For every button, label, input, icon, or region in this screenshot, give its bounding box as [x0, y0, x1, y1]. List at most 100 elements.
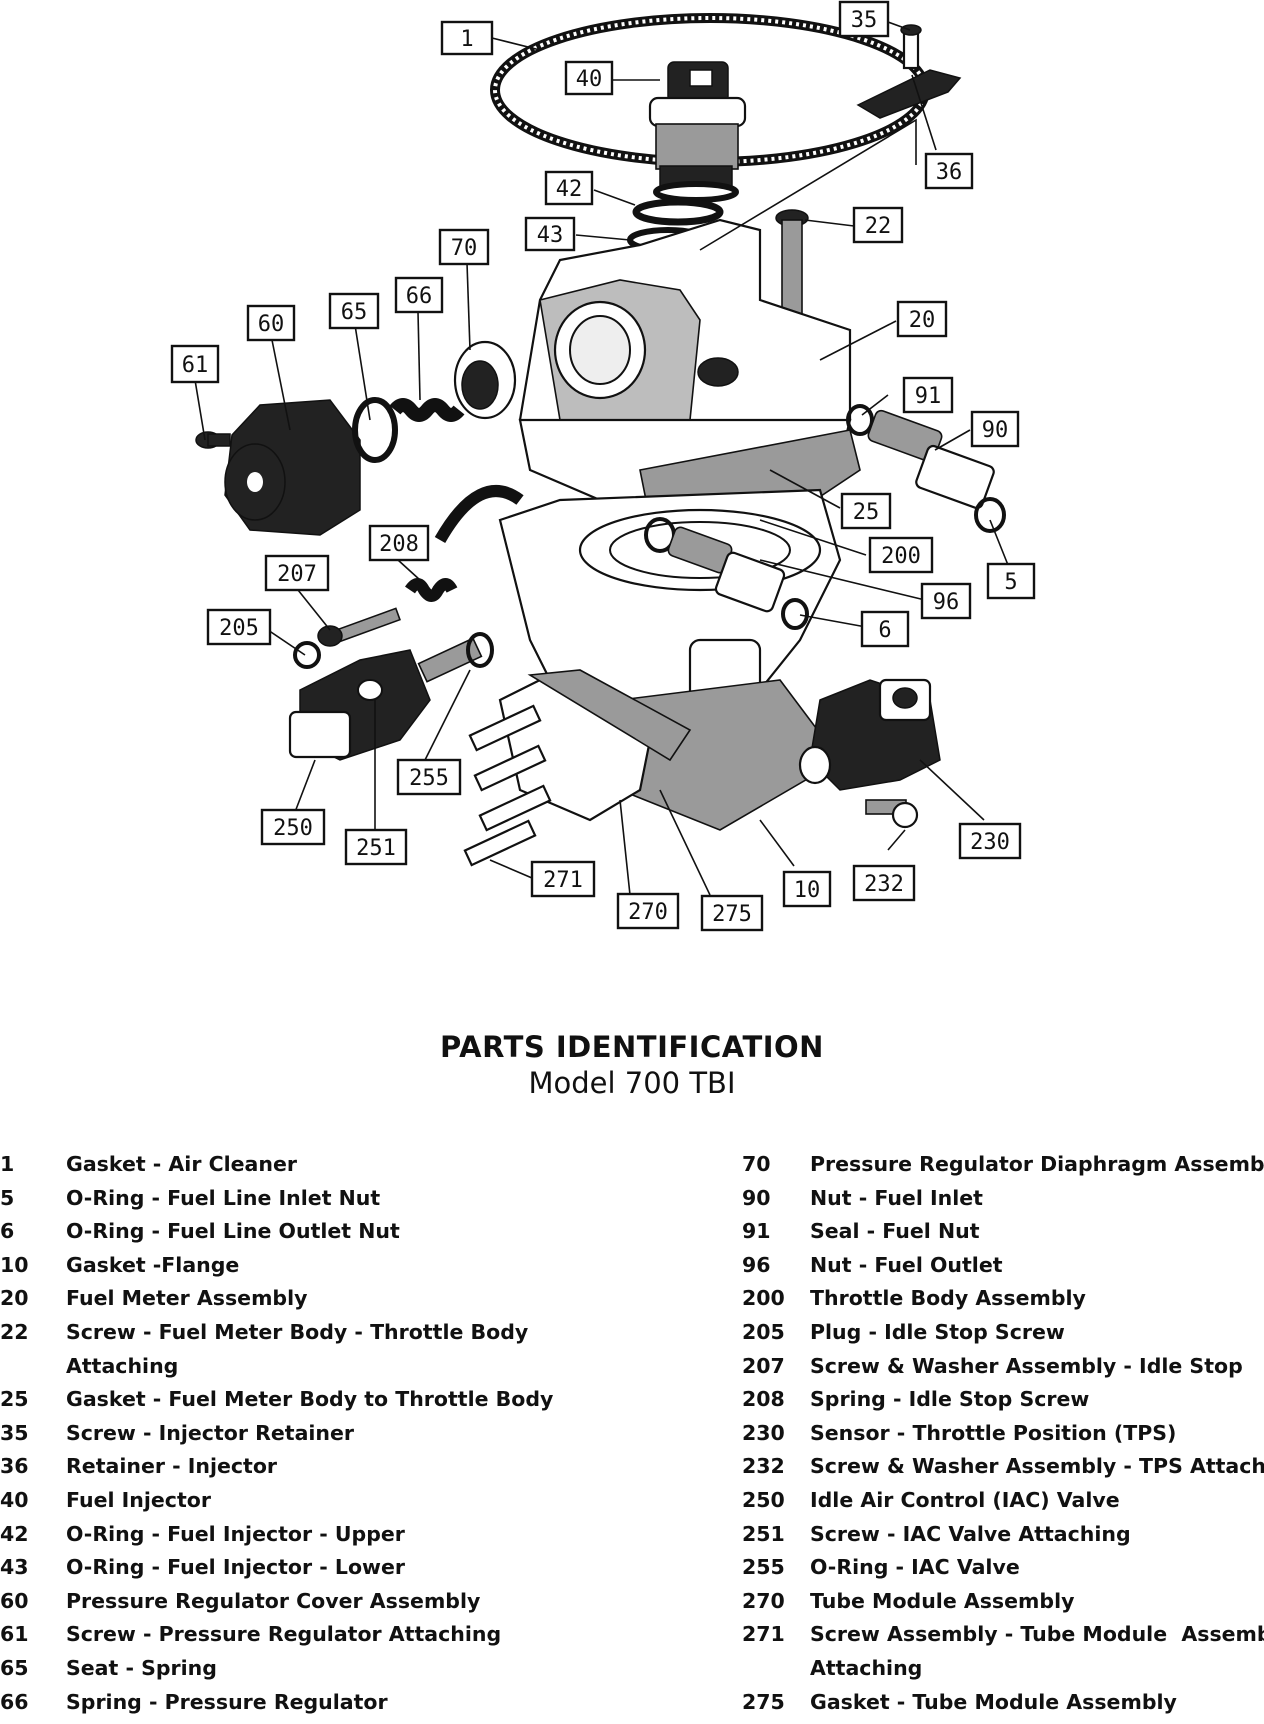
callout-275-label: 275	[712, 902, 752, 927]
legend-number: 5	[0, 1185, 15, 1210]
legend-description: Seat - Spring	[66, 1655, 217, 1680]
legend-row: Attaching	[742, 1652, 1257, 1686]
callout-60: 60	[246, 304, 296, 342]
legend-row: Attaching	[0, 1350, 650, 1384]
legend-number: 61	[0, 1622, 29, 1647]
callout-36: 36	[924, 152, 974, 190]
callout-232-label: 232	[864, 872, 904, 897]
callout-200-label: 200	[881, 544, 921, 569]
legend-description: Pressure Regulator Cover Assembly	[66, 1588, 481, 1613]
callout-66-label: 66	[406, 284, 433, 309]
callout-251: 251	[344, 828, 408, 866]
callout-70: 70	[438, 228, 490, 266]
parts-identification-title: PARTS IDENTIFICATION Model 700 TBI	[0, 1030, 1264, 1100]
legend-number: 36	[0, 1454, 29, 1479]
callout-20: 20	[896, 300, 948, 338]
tube-module-drawing	[463, 669, 692, 867]
callout-35-label: 35	[851, 8, 878, 33]
callout-200: 200	[868, 536, 934, 574]
legend-number: 66	[0, 1689, 29, 1714]
callout-232: 232	[852, 864, 916, 902]
callout-271: 271	[530, 860, 596, 898]
legend-description: Sensor - Throttle Position (TPS)	[810, 1420, 1177, 1445]
legend-number: 96	[742, 1252, 771, 1277]
legend-description: Screw Assembly - Tube Module Assembly	[810, 1622, 1264, 1647]
fuel-inlet-nut-drawing	[846, 404, 1006, 533]
callout-25: 25	[840, 492, 892, 530]
legend-row: 208 Spring - Idle Stop Screw	[742, 1383, 1257, 1417]
title-line-1: PARTS IDENTIFICATION	[440, 1030, 824, 1064]
callout-251-label: 251	[356, 836, 396, 861]
callout-6: 6	[860, 610, 910, 648]
callout-40-label: 40	[576, 67, 603, 92]
callout-60-label: 60	[258, 312, 285, 337]
legend-number: 90	[742, 1185, 771, 1210]
legend-description: O-Ring - Fuel Line Outlet Nut	[66, 1219, 400, 1244]
callout-43-label: 43	[537, 223, 564, 248]
callout-36-label: 36	[936, 160, 963, 185]
legend-description: Pressure Regulator Diaphragm Assembly	[810, 1152, 1264, 1176]
callout-5-label: 5	[1004, 570, 1017, 595]
legend-description: Spring - Idle Stop Screw	[810, 1387, 1090, 1412]
callout-205: 205	[206, 608, 272, 646]
legend-description: Fuel Injector	[66, 1487, 211, 1512]
legend-number: 200	[742, 1286, 785, 1311]
legend-row: 255 O-Ring - IAC Valve	[742, 1551, 1257, 1585]
legend-description: Screw - Fuel Meter Body - Throttle Body	[66, 1319, 529, 1344]
legend-number: 232	[742, 1454, 785, 1479]
callout-90: 90	[970, 410, 1020, 448]
fuel-injector-drawing	[648, 61, 747, 203]
legend-row: 65 Seat - Spring	[0, 1652, 650, 1686]
legend-number: 230	[742, 1420, 785, 1445]
legend-description: Gasket -Flange	[66, 1252, 240, 1277]
legend-row: 35 Screw - Injector Retainer	[0, 1417, 650, 1451]
callout-1-label: 1	[460, 27, 473, 52]
legend-number: 250	[742, 1487, 785, 1512]
callout-90-label: 90	[982, 418, 1009, 443]
legend-row: 22 Screw - Fuel Meter Body - Throttle Bod…	[0, 1316, 650, 1350]
legend-row: 5 O-Ring - Fuel Line Inlet Nut	[0, 1182, 650, 1216]
legend-description: O-Ring - IAC Valve	[810, 1555, 1020, 1580]
legend-number: 251	[742, 1521, 785, 1546]
idle-stop-drawing	[293, 578, 458, 669]
callout-270: 270	[616, 892, 680, 930]
callout-250-label: 250	[273, 816, 313, 841]
legend-number: 275	[742, 1689, 785, 1714]
legend-number: 65	[0, 1655, 29, 1680]
callout-5: 5	[986, 562, 1036, 600]
legend-number: 35	[0, 1420, 29, 1445]
o-ring-upper-drawing	[632, 198, 724, 226]
callout-labels: 1 35 40 36 42 43 22 70 66 65 60 20 61 91…	[170, 0, 1036, 932]
legend-description: Attaching	[810, 1655, 923, 1680]
legend-description: Seal - Fuel Nut	[810, 1219, 980, 1244]
legend-number: 208	[742, 1387, 785, 1412]
legend-number: 271	[742, 1622, 785, 1647]
callout-70-label: 70	[451, 236, 478, 261]
legend-row: 230 Sensor - Throttle Position (TPS)	[742, 1417, 1257, 1451]
callout-205-label: 205	[219, 616, 259, 641]
legend-number: 10	[0, 1252, 29, 1277]
legend-row: 271 Screw Assembly - Tube Module Assembly	[742, 1618, 1264, 1652]
legend-number: 255	[742, 1555, 785, 1580]
legend-description: Tube Module Assembly	[810, 1588, 1075, 1613]
legend-description: Nut - Fuel Inlet	[810, 1185, 983, 1210]
callout-230-label: 230	[970, 830, 1010, 855]
legend-description: Retainer - Injector	[66, 1454, 278, 1479]
legend-number: 22	[0, 1319, 29, 1344]
legend-description: Screw - Injector Retainer	[66, 1420, 355, 1445]
legend-description: O-Ring - Fuel Line Inlet Nut	[66, 1185, 381, 1210]
pressure-regulator-drawing	[195, 340, 517, 536]
